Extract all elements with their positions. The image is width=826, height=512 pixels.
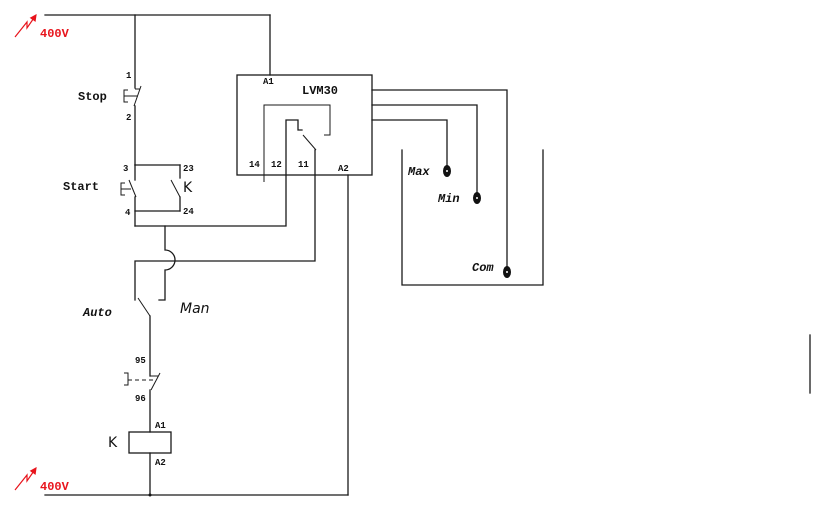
coil-label: K — [108, 435, 118, 451]
svg-text:24: 24 — [183, 207, 194, 217]
holding-contact-k: 23 K 24 — [170, 164, 194, 217]
svg-text:A2: A2 — [155, 458, 166, 468]
overload-contact: 95 96 — [124, 356, 161, 404]
lvm30-relay: A1 LVM30 14 12 11 A2 — [236, 14, 508, 496]
coil-rectangle — [128, 431, 172, 454]
svg-text:A1: A1 — [155, 421, 166, 431]
supply-bottom: 400V — [14, 467, 349, 497]
svg-text:11: 11 — [298, 160, 309, 170]
man-label: Man — [180, 301, 210, 317]
auto-man-selector[interactable]: Auto Man — [82, 297, 210, 320]
supply-top: 400V — [14, 14, 271, 41]
stop-button[interactable]: 1 Stop 2 — [78, 71, 142, 123]
stop-label: Stop — [78, 90, 107, 104]
svg-text:95: 95 — [135, 356, 146, 366]
relay-box — [236, 74, 373, 176]
start-label: Start — [63, 180, 99, 194]
svg-text:3: 3 — [123, 164, 128, 174]
svg-text:A2: A2 — [338, 164, 349, 174]
svg-text:12: 12 — [271, 160, 282, 170]
lightning-icon — [14, 14, 37, 38]
probe-com: Com — [472, 261, 511, 278]
holding-contact-label: K — [183, 180, 193, 196]
svg-text:23: 23 — [183, 164, 194, 174]
svg-text:14: 14 — [249, 160, 260, 170]
svg-text:2: 2 — [126, 113, 131, 123]
svg-text:Max: Max — [407, 165, 430, 179]
svg-text:4: 4 — [125, 208, 131, 218]
supply-bottom-label: 400V — [40, 480, 70, 494]
relay-name: LVM30 — [302, 84, 338, 98]
svg-text:Min: Min — [437, 192, 460, 206]
svg-text:96: 96 — [135, 394, 146, 404]
start-button[interactable]: 3 Start 4 — [63, 164, 137, 218]
water-tank: Max Min Com — [401, 149, 544, 286]
svg-text:A1: A1 — [263, 77, 274, 87]
coil-k: A1 K A2 — [108, 421, 172, 468]
svg-text:Com: Com — [472, 261, 494, 275]
probe-max: Max — [407, 165, 451, 179]
supply-top-label: 400V — [40, 27, 70, 41]
probe-min: Min — [437, 192, 481, 206]
auto-label: Auto — [82, 306, 112, 320]
lightning-icon — [14, 467, 37, 491]
svg-text:1: 1 — [126, 71, 132, 81]
